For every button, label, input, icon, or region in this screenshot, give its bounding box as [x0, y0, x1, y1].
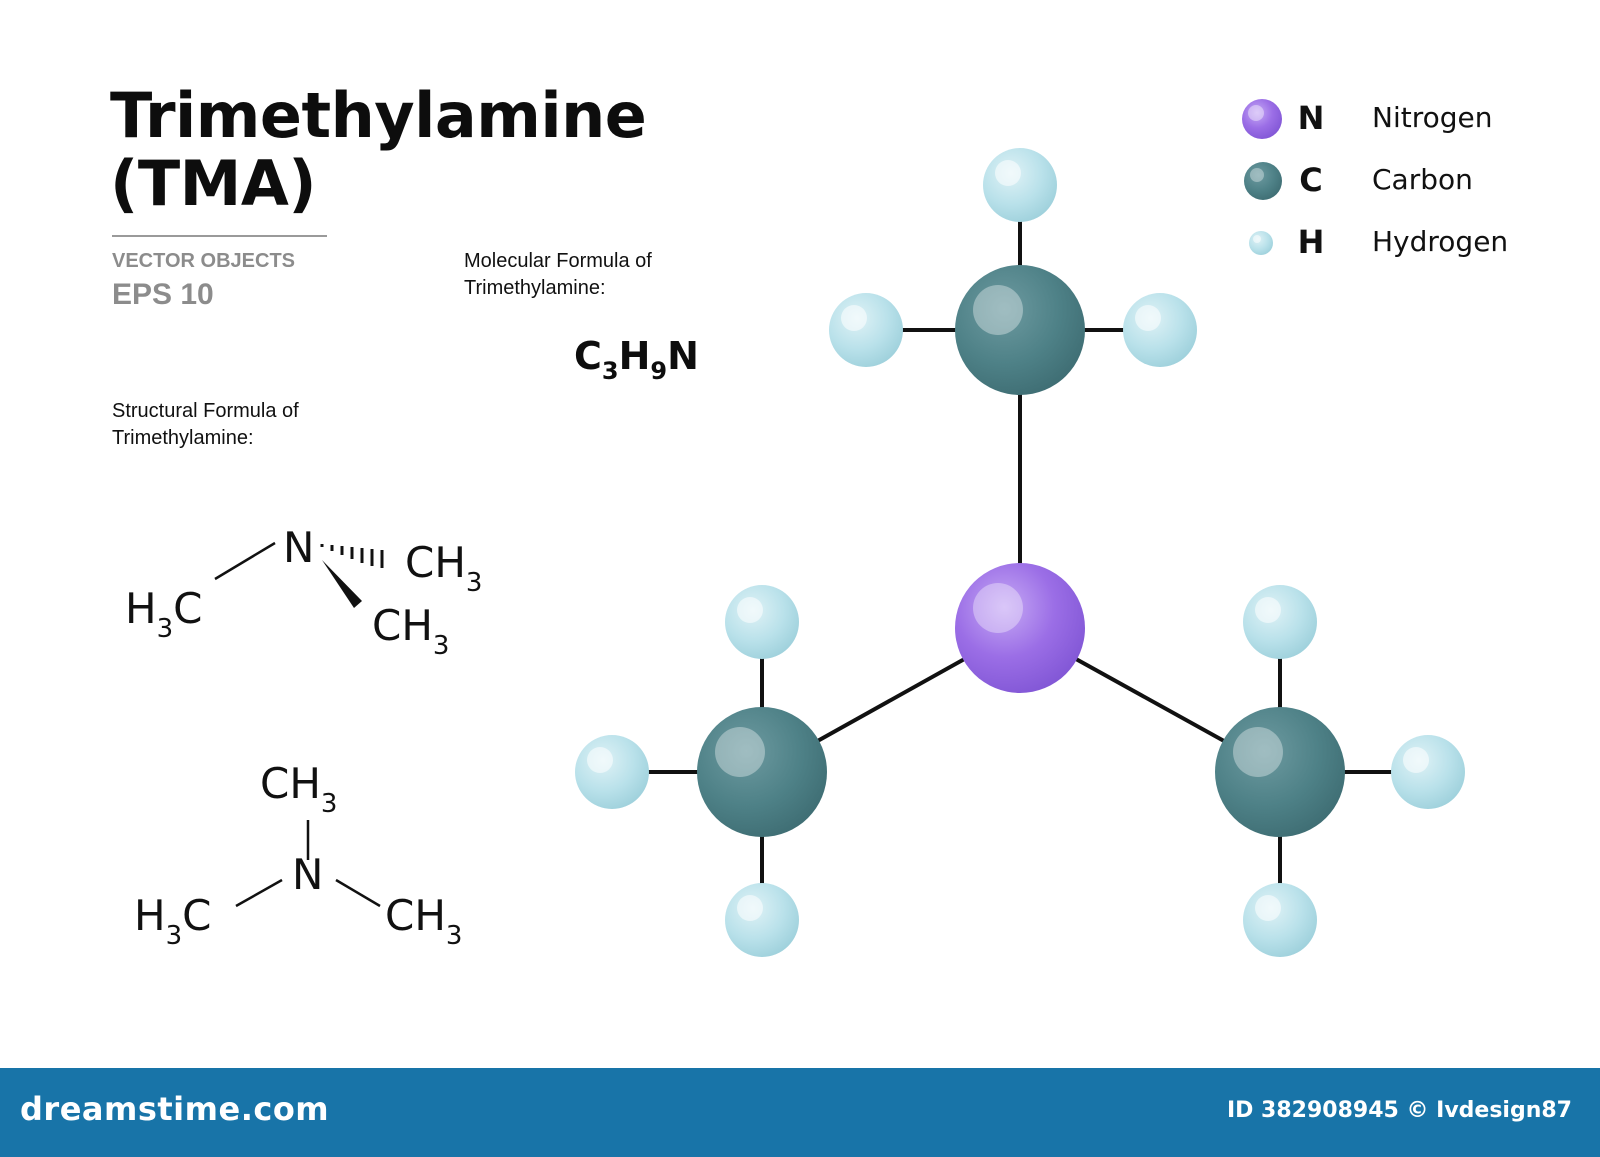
legend-name: Nitrogen	[1372, 101, 1493, 134]
atom-label-n: N	[283, 523, 314, 572]
legend-symbol: H	[1297, 223, 1325, 261]
legend-symbol: C	[1299, 161, 1323, 199]
structural-formula-caption-line2: Trimethylamine:	[112, 427, 254, 449]
structural-formula-caption-line1: Structural Formula of	[112, 400, 299, 422]
bond-line	[214, 541, 276, 581]
solid-wedge-bond	[322, 560, 362, 608]
formula-element: N	[667, 334, 699, 378]
vector-objects-label: VECTOR OBJECTS	[112, 250, 295, 272]
atom-label-ch3: CH3	[385, 891, 462, 951]
page-title-abbreviation: (TMA)	[110, 147, 317, 220]
page-title: Trimethylamine	[110, 79, 647, 152]
ball-and-stick-model	[575, 148, 1465, 957]
atom-label-ch3: CH3	[372, 601, 449, 661]
legend: N Nitrogen C Carbon H Hydrogen	[1238, 98, 1558, 268]
hashed-wedge-bond	[320, 544, 384, 568]
bond-line	[335, 878, 381, 908]
molecular-formula-caption-line2: Trimethylamine:	[464, 277, 606, 299]
formula-subscript: 9	[650, 357, 668, 385]
bond-line	[235, 878, 283, 908]
footer-credit: ID 382908945 © Ivdesign87	[1226, 1098, 1572, 1123]
nitrogen-highlight	[973, 583, 1023, 633]
atom-label-h3c: H3C	[134, 891, 211, 951]
formula-subscript: 3	[601, 357, 619, 385]
molecular-formula: C3H9N	[574, 334, 699, 383]
legend-name: Hydrogen	[1372, 225, 1509, 258]
carbon-swatch-icon	[1244, 162, 1282, 200]
carbon-highlights	[715, 285, 1283, 777]
nitrogen-atom	[955, 563, 1085, 693]
atom-label-n: N	[292, 850, 323, 899]
formula-element: H	[618, 334, 651, 378]
legend-symbol: N	[1297, 99, 1325, 137]
carbon-atoms	[697, 265, 1345, 837]
eps-label: EPS 10	[112, 278, 214, 311]
hydrogen-swatch-icon	[1249, 231, 1273, 255]
atom-label-h3c: H3C	[125, 584, 202, 644]
nitrogen-swatch-icon	[1242, 99, 1282, 139]
legend-name: Carbon	[1372, 163, 1473, 196]
atom-label-ch3: CH3	[260, 759, 337, 819]
formula-element: C	[574, 334, 602, 378]
molecular-formula-caption-line1: Molecular Formula of	[464, 250, 652, 272]
structural-formula-flat: CH3 N H3C CH3	[134, 759, 462, 951]
atom-label-ch3: CH3	[405, 538, 482, 598]
footer-brand-link[interactable]: dreamstime.com	[20, 1090, 330, 1128]
title-divider	[112, 235, 327, 237]
structural-formula-wedge: N H3C CH3 CH3	[125, 523, 482, 661]
hydrogen-highlights	[587, 160, 1429, 921]
footer-banner: dreamstime.com ID 382908945 © Ivdesign87	[0, 1068, 1600, 1157]
